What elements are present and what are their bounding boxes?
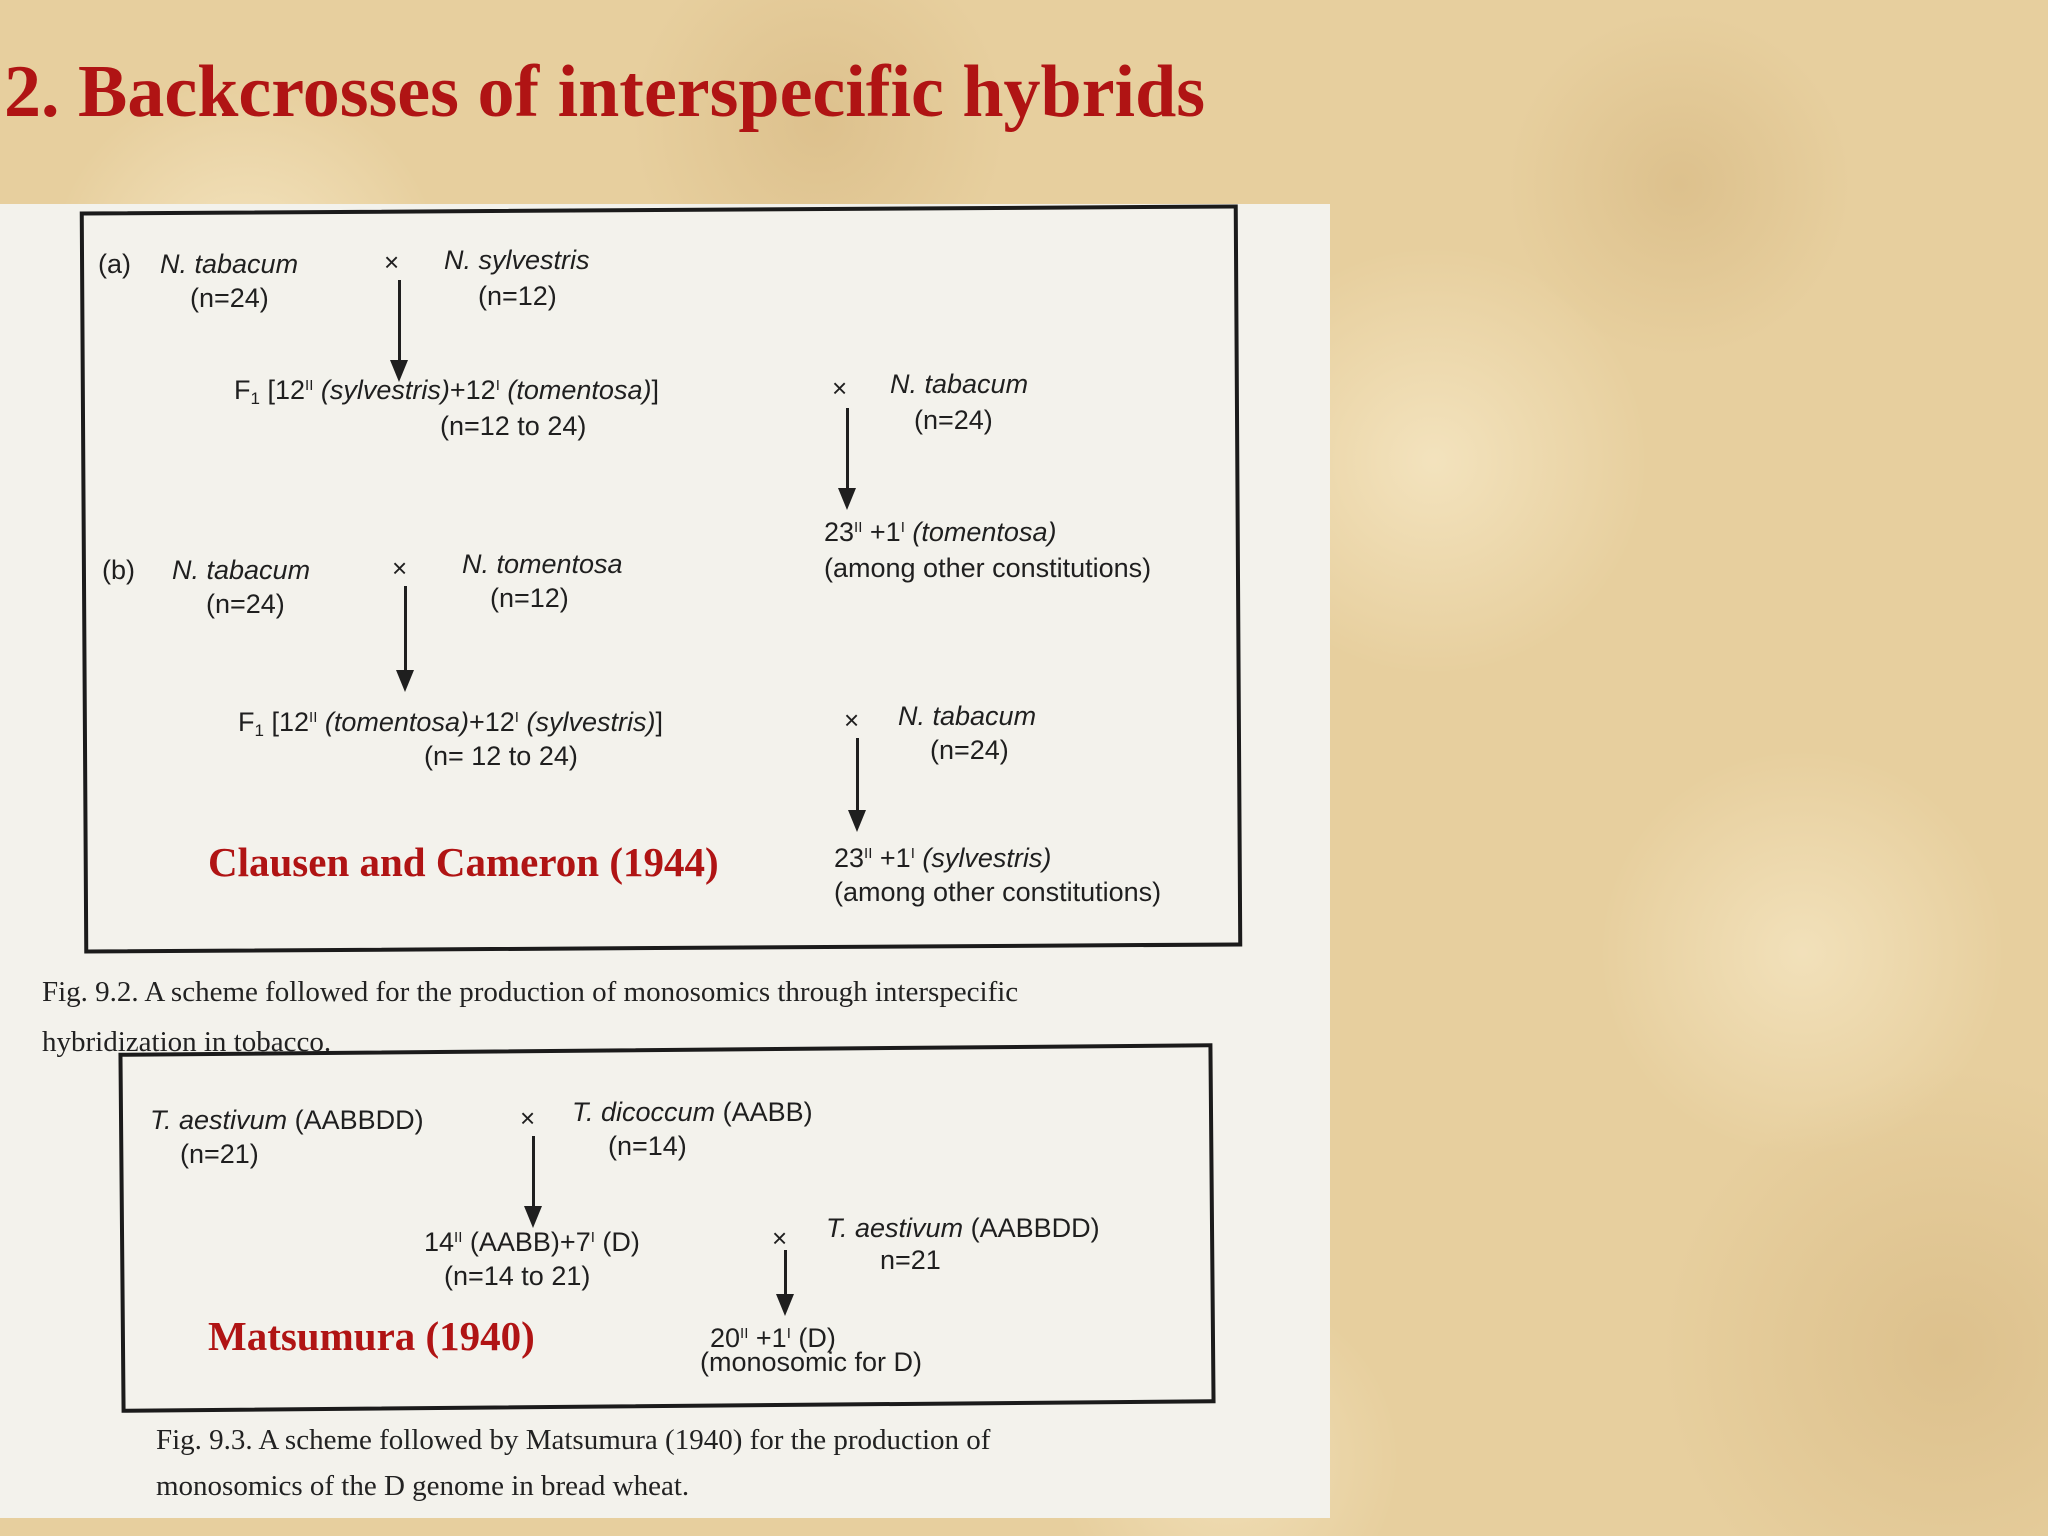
cross-a-f1-n: (n=12 to 24) xyxy=(440,411,587,441)
cross-b-male: N. tomentosa xyxy=(462,549,623,579)
cross-a-bc-parent: N. tabacum xyxy=(890,369,1029,399)
wheat-cross-symbol: × xyxy=(520,1103,536,1133)
wheat-male: T. dicoccum (AABB) xyxy=(572,1097,813,1127)
cross-a-result: 23II +1I (tomentosa) xyxy=(824,517,1057,547)
cross-b-symbol: × xyxy=(392,553,408,583)
arrow-a-to-f1 xyxy=(390,280,408,382)
cross-b-f1-n: (n= 12 to 24) xyxy=(424,741,578,771)
arrow-wheat-to-result xyxy=(776,1250,794,1316)
caption-fig-9-2-line2: hybridization in tobacco. xyxy=(42,1026,332,1058)
arrow-b-to-f1 xyxy=(396,586,414,692)
wheat-bc-parent: T. aestivum (AABBDD) xyxy=(826,1213,1100,1243)
slide-title: 2. Backcrosses of interspecific hybrids xyxy=(4,51,1206,133)
credit-matsumura: Matsumura (1940) xyxy=(208,1313,535,1359)
cross-a-bc-parent-n: (n=24) xyxy=(914,405,993,435)
wheat-female-n: (n=21) xyxy=(180,1139,259,1169)
arrow-wheat-to-f1 xyxy=(524,1136,542,1228)
wheat-bc-parent-n: n=21 xyxy=(880,1245,941,1275)
cross-a-f1: F1 [12II (sylvestris)+12I (tomentosa)] xyxy=(234,375,659,408)
cross-b-female: N. tabacum xyxy=(172,555,311,585)
wheat-bc-symbol: × xyxy=(772,1223,788,1253)
cross-b-f1: F1 [12II (tomentosa)+12I (sylvestris)] xyxy=(238,707,663,740)
cross-b-bc-parent-n: (n=24) xyxy=(930,735,1009,765)
cross-a-female: N. tabacum xyxy=(160,249,299,279)
wheat-result-note: (monosomic for D) xyxy=(700,1347,923,1377)
cross-b-male-n: (n=12) xyxy=(490,583,569,613)
cross-b-tag: (b) xyxy=(102,555,135,585)
cross-a-bc-symbol: × xyxy=(832,373,848,403)
cross-b-bc-symbol: × xyxy=(844,705,860,735)
arrow-a-to-result xyxy=(838,408,856,510)
caption-fig-9-2-line1: Fig. 9.2. A scheme followed for the prod… xyxy=(42,976,1019,1008)
cross-a-tag: (a) xyxy=(98,249,131,279)
cross-a-result-note: (among other constitutions) xyxy=(824,553,1152,583)
wheat-f1-n: (n=14 to 21) xyxy=(444,1261,591,1291)
scanned-figure xyxy=(0,204,1330,1518)
cross-a-male: N. sylvestris xyxy=(444,245,590,275)
cross-a-male-n: (n=12) xyxy=(478,281,557,311)
wheat-result: 20II +1I (D) xyxy=(710,1323,836,1353)
cross-a-female-n: (n=24) xyxy=(190,283,269,313)
arrow-b-to-result xyxy=(848,738,866,832)
cross-b-result-note: (among other constitutions) xyxy=(834,877,1162,907)
wheat-male-n: (n=14) xyxy=(608,1131,687,1161)
credit-clausen-cameron: Clausen and Cameron (1944) xyxy=(208,839,719,885)
wheat-female: T. aestivum (AABBDD) xyxy=(150,1105,424,1135)
cross-b-result: 23II +1I (sylvestris) xyxy=(834,843,1052,873)
cross-b-bc-parent: N. tabacum xyxy=(898,701,1037,731)
cross-a-symbol: × xyxy=(384,247,400,277)
cross-b-female-n: (n=24) xyxy=(206,589,285,619)
caption-fig-9-3-line2: monosomics of the D genome in bread whea… xyxy=(156,1470,690,1502)
wheat-f1: 14II (AABB)+7I (D) xyxy=(424,1227,640,1257)
caption-fig-9-3-line1: Fig. 9.3. A scheme followed by Matsumura… xyxy=(156,1424,991,1456)
